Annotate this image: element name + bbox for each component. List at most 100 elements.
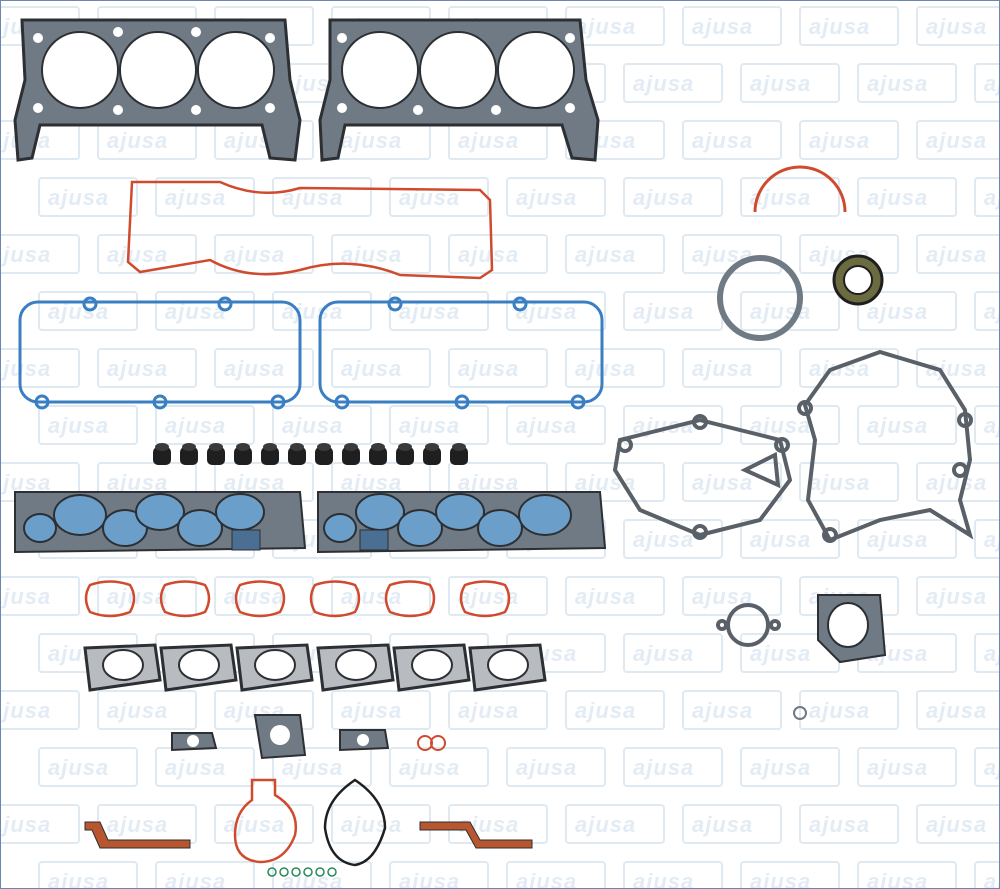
watermark-logo: ajusa: [214, 348, 314, 388]
watermark-logo: ajusa: [974, 747, 1000, 787]
exhaust-port-gasket: [235, 643, 314, 692]
watermark-text: ajusa: [165, 413, 227, 438]
intake-port-o-ring: [159, 580, 211, 618]
watermark-logo: ajusa: [565, 690, 665, 730]
tiny-o-ring: [303, 867, 313, 877]
watermark-text: ajusa: [750, 71, 812, 96]
watermark-logo: ajusa: [97, 690, 197, 730]
watermark-logo: ajusa: [974, 519, 1000, 559]
watermark-text: ajusa: [458, 242, 520, 267]
watermark-logo: ajusa: [0, 690, 80, 730]
watermark-text: ajusa: [926, 812, 988, 837]
watermark-logo: ajusa: [799, 804, 899, 844]
watermark-text: ajusa: [984, 755, 1000, 780]
watermark-logo: ajusa: [0, 348, 80, 388]
watermark-logo: ajusa: [974, 405, 1000, 445]
watermark-logo: ajusa: [740, 519, 840, 559]
exhaust-port-gasket: [392, 643, 471, 692]
intake-port-o-ring: [384, 580, 436, 618]
watermark-logo: ajusa: [38, 405, 138, 445]
watermark-text: ajusa: [48, 413, 110, 438]
watermark-logo: ajusa: [565, 804, 665, 844]
watermark-text: ajusa: [984, 869, 1000, 889]
watermark-logo: ajusa: [506, 861, 606, 889]
watermark-text: ajusa: [926, 14, 988, 39]
valve-stem-seal: [369, 443, 387, 465]
watermark-logo: ajusa: [623, 291, 723, 331]
valve-stem-seal: [450, 443, 468, 465]
watermark-logo: ajusa: [331, 348, 431, 388]
watermark-logo: ajusa: [916, 576, 1000, 616]
watermark-text: ajusa: [282, 755, 344, 780]
watermark-text: ajusa: [692, 14, 754, 39]
watermark-text: ajusa: [341, 584, 403, 609]
oil-pump-gasket: [233, 778, 298, 864]
watermark-text: ajusa: [984, 71, 1000, 96]
watermark-text: ajusa: [809, 470, 871, 495]
watermark-text: ajusa: [224, 584, 286, 609]
intake-port-o-ring: [309, 580, 361, 618]
intake-port-o-rings: [84, 580, 511, 618]
watermark-logo: ajusa: [565, 576, 665, 616]
watermark-text: ajusa: [341, 128, 403, 153]
watermark-logo: ajusa: [506, 747, 606, 787]
watermark-text: ajusa: [107, 584, 169, 609]
watermark-logo: ajusa: [916, 804, 1000, 844]
watermark-text: ajusa: [516, 413, 578, 438]
valve-stem-seal: [207, 443, 225, 465]
watermark-text: ajusa: [341, 356, 403, 381]
watermark-text: ajusa: [633, 527, 695, 552]
watermark-text: ajusa: [633, 755, 695, 780]
watermark-text: ajusa: [399, 413, 461, 438]
valve-cover-gasket-right: [318, 296, 604, 410]
watermark-text: ajusa: [809, 698, 871, 723]
watermark-text: ajusa: [0, 698, 52, 723]
watermark-text: ajusa: [575, 356, 637, 381]
watermark-logo: ajusa: [623, 633, 723, 673]
intake-port-o-ring: [234, 580, 286, 618]
watermark-text: ajusa: [399, 755, 461, 780]
rear-main-seal-ring: [717, 255, 803, 341]
watermark-text: ajusa: [633, 71, 695, 96]
egr-gaskets: [171, 714, 446, 760]
watermark-logo: ajusa: [916, 120, 1000, 160]
valve-stem-seal: [396, 443, 414, 465]
tiny-o-ring: [267, 867, 277, 877]
watermark-logo: ajusa: [38, 861, 138, 889]
watermark-logo: ajusa: [682, 462, 782, 502]
watermark-text: ajusa: [224, 242, 286, 267]
watermark-text: ajusa: [984, 299, 1000, 324]
watermark-logo: ajusa: [799, 6, 899, 46]
watermark-logo: ajusa: [331, 576, 431, 616]
watermark-logo: ajusa: [506, 405, 606, 445]
watermark-logo: ajusa: [623, 747, 723, 787]
intake-port-o-ring: [84, 580, 136, 618]
oil-pickup-gasket: [323, 778, 387, 867]
watermark-text: ajusa: [692, 698, 754, 723]
watermark-logo: ajusa: [97, 348, 197, 388]
watermark-text: ajusa: [0, 584, 52, 609]
watermark-text: ajusa: [867, 755, 929, 780]
watermark-logo: ajusa: [740, 177, 840, 217]
watermark-logo: ajusa: [623, 519, 723, 559]
watermark-text: ajusa: [867, 299, 929, 324]
watermark-text: ajusa: [809, 14, 871, 39]
watermark-text: ajusa: [516, 185, 578, 210]
watermark-logo: ajusa: [682, 120, 782, 160]
watermark-logo: ajusa: [974, 63, 1000, 103]
watermark-logo: ajusa: [974, 177, 1000, 217]
watermark-logo: ajusa: [272, 861, 372, 889]
watermark-text: ajusa: [867, 185, 929, 210]
watermark-logo: ajusa: [740, 63, 840, 103]
watermark-text: ajusa: [575, 14, 637, 39]
water-pump-gasket: [612, 414, 793, 540]
watermark-logo: ajusa: [565, 6, 665, 46]
watermark-text: ajusa: [341, 698, 403, 723]
watermark-text: ajusa: [575, 584, 637, 609]
watermark-logo: ajusa: [916, 348, 1000, 388]
watermark-text: ajusa: [0, 470, 52, 495]
watermark-text: ajusa: [107, 470, 169, 495]
watermark-text: ajusa: [458, 470, 520, 495]
watermark-text: ajusa: [107, 356, 169, 381]
